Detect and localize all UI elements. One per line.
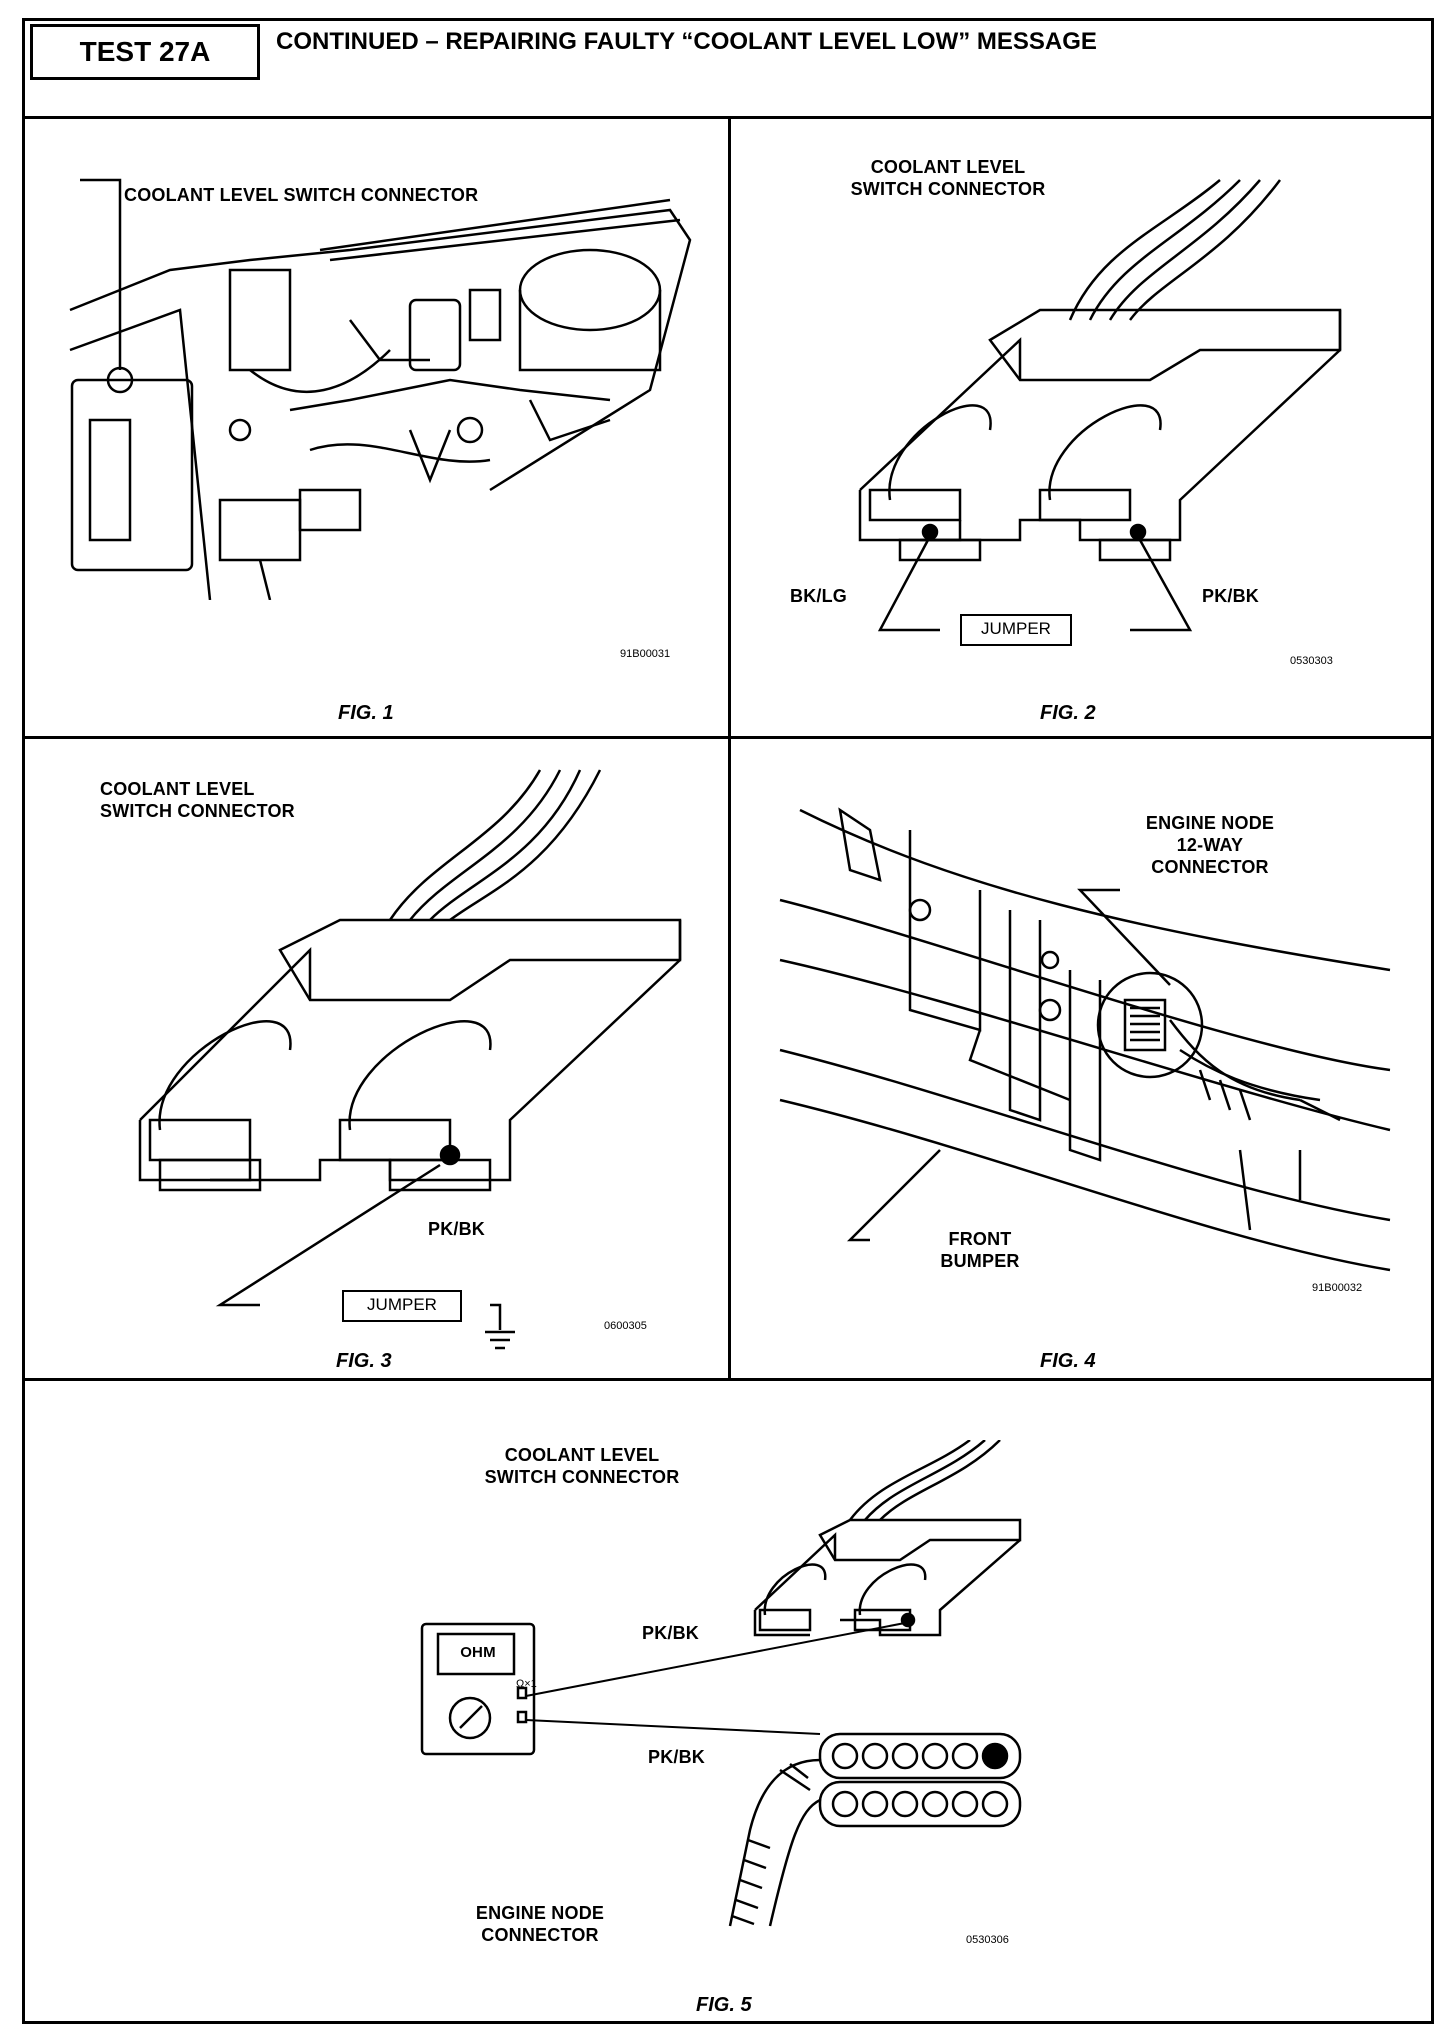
page-title: CONTINUED – REPAIRING FAULTY “COOLANT LE… [276, 28, 1097, 55]
fig3-connector-illustration [138, 769, 682, 1350]
fig4-callout-bumper: FRONT BUMPER [940, 1229, 1020, 1271]
fig1-callout: COOLANT LEVEL SWITCH CONNECTOR [124, 185, 479, 205]
fig2-code: 0530303 [1290, 655, 1333, 667]
ohmmeter-range: Ω×1 [516, 1678, 537, 1690]
page-frame [22, 18, 1434, 2024]
fig3-caption: FIG. 3 [336, 1350, 392, 1372]
fig2-callout: COOLANT LEVEL SWITCH CONNECTOR [850, 157, 1046, 199]
fig2-wire-left: BK/LG [790, 586, 847, 606]
fig2-caption: FIG. 2 [1040, 702, 1096, 724]
fig5-connector-illustration [753, 1440, 1022, 1637]
fig4-bumper-illustration [779, 807, 1391, 1272]
fig5-wire-bottom: PK/BK [648, 1747, 706, 1767]
fig4-code: 91B00032 [1312, 1282, 1363, 1294]
fig2-wire-right: PK/BK [1202, 586, 1260, 606]
fig5-caption: FIG. 5 [696, 1994, 752, 2016]
fig5-engine-node-illustration [728, 1732, 1022, 1927]
fig5-wire-top: PK/BK [642, 1623, 700, 1643]
fig1-engine-illustration [69, 178, 692, 600]
fig5-callout-node: ENGINE NODE CONNECTOR [475, 1903, 605, 1945]
fig5-ohmmeter-illustration [420, 1622, 536, 1756]
fig1-caption: FIG. 1 [338, 702, 394, 724]
col-divider [728, 116, 731, 1381]
test-label: TEST 27A [30, 24, 260, 80]
fig5-code: 0530306 [966, 1934, 1009, 1946]
fig3-wire: PK/BK [428, 1219, 486, 1239]
fig2-jumper: JUMPER [960, 614, 1072, 646]
ohmmeter-display: OHM [460, 1644, 496, 1661]
fig4-callout-node: ENGINE NODE 12-WAY CONNECTOR [1145, 813, 1275, 877]
fig3-code: 0600305 [604, 1320, 647, 1332]
fig5-callout-switch: COOLANT LEVEL SWITCH CONNECTOR [484, 1445, 680, 1487]
fig2-connector-illustration [858, 179, 1342, 632]
fig3-callout: COOLANT LEVEL SWITCH CONNECTOR [100, 779, 295, 821]
fig5-probe-leads [525, 1621, 911, 1735]
fig3-jumper: JUMPER [342, 1290, 462, 1322]
fig1-code: 91B00031 [620, 648, 671, 660]
fig4-caption: FIG. 4 [1040, 1350, 1096, 1372]
